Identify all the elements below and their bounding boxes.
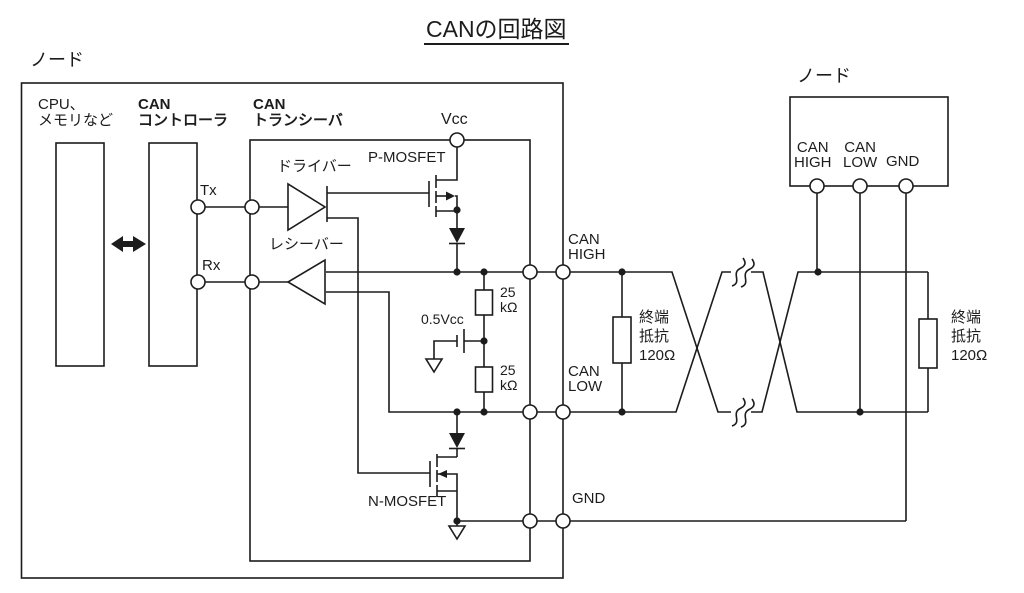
p-mosfet-symbol <box>428 147 465 272</box>
bias-label: 0.5Vcc <box>421 311 464 327</box>
bus-can-high-label: CAN HIGH <box>568 231 606 263</box>
terminal-circles <box>190 132 914 529</box>
node-gnd-terminal <box>555 513 571 529</box>
driver-symbol <box>287 182 430 474</box>
bus-gnd-label: GND <box>572 490 606 507</box>
resistor-25k-bottom <box>474 341 494 412</box>
right-node-gnd-terminal <box>898 178 914 194</box>
bias-source-symbol <box>424 329 484 374</box>
diode-low-side <box>449 412 465 457</box>
terminator-right-symbol <box>918 272 938 412</box>
transceiver-txd-terminal <box>244 199 260 215</box>
rx-terminal <box>190 274 206 290</box>
resistor-top-label: 25 kΩ <box>500 284 518 315</box>
transceiver-rxd-terminal <box>244 274 260 290</box>
page-title: CANの回路図 <box>424 16 569 45</box>
resistor-25k-top <box>474 272 494 341</box>
can-low-wire <box>326 271 928 413</box>
cpu-box-label: CPU、 メモリなど <box>38 96 114 129</box>
receiver-label: レシーバー <box>269 236 344 253</box>
right-node-gnd-label: GND <box>886 153 920 170</box>
bus-can-low-label: CAN LOW <box>568 363 603 395</box>
terminator-right-label: 終端 抵抗 120Ω <box>951 309 988 364</box>
tx-terminal <box>190 199 206 215</box>
transceiver-canh-terminal <box>522 264 538 280</box>
left-node-box <box>20 82 564 579</box>
rx-label: Rx <box>202 257 221 274</box>
bidirectional-arrow-icon <box>111 236 146 252</box>
tx-label: Tx <box>200 182 217 199</box>
controller-box <box>148 142 198 367</box>
resistor-bottom-label: 25 kΩ <box>500 362 518 393</box>
transceiver-canl-terminal <box>522 404 538 420</box>
ground-symbol-bias <box>424 358 444 374</box>
right-node-label: ノード <box>797 66 851 86</box>
transceiver-box <box>249 139 531 562</box>
left-node-label: ノード <box>30 50 84 70</box>
vcc-label: Vcc <box>441 111 468 128</box>
right-node-box <box>789 96 949 187</box>
cable-break-icon <box>731 257 755 428</box>
driver-label: ドライバー <box>277 158 352 175</box>
receiver-symbol <box>286 258 326 306</box>
transceiver-label: CAN トランシーバ <box>253 96 343 129</box>
n-mosfet-label: N-MOSFET <box>368 493 447 510</box>
cpu-box <box>55 142 105 367</box>
terminator-left-label: 終端 抵抗 120Ω <box>639 309 676 364</box>
vcc-terminal <box>449 132 465 148</box>
p-mosfet-label: P-MOSFET <box>368 149 446 166</box>
right-node-can-low-label: CAN LOW <box>843 139 878 171</box>
node-canl-terminal <box>555 404 571 420</box>
right-node-can-high-label: CAN HIGH <box>794 139 832 171</box>
node-canh-terminal <box>555 264 571 280</box>
transceiver-gnd-terminal <box>522 513 538 529</box>
right-node-canh-terminal <box>809 178 825 194</box>
diode-high-side <box>449 228 465 272</box>
gnd-wire <box>457 186 907 522</box>
n-mosfet-symbol <box>429 412 467 541</box>
right-node-canl-terminal <box>852 178 868 194</box>
terminator-left-symbol <box>612 272 632 412</box>
can-high-wire <box>326 271 928 413</box>
junction-dots <box>453 206 864 525</box>
controller-label: CAN コントローラ <box>138 96 229 129</box>
